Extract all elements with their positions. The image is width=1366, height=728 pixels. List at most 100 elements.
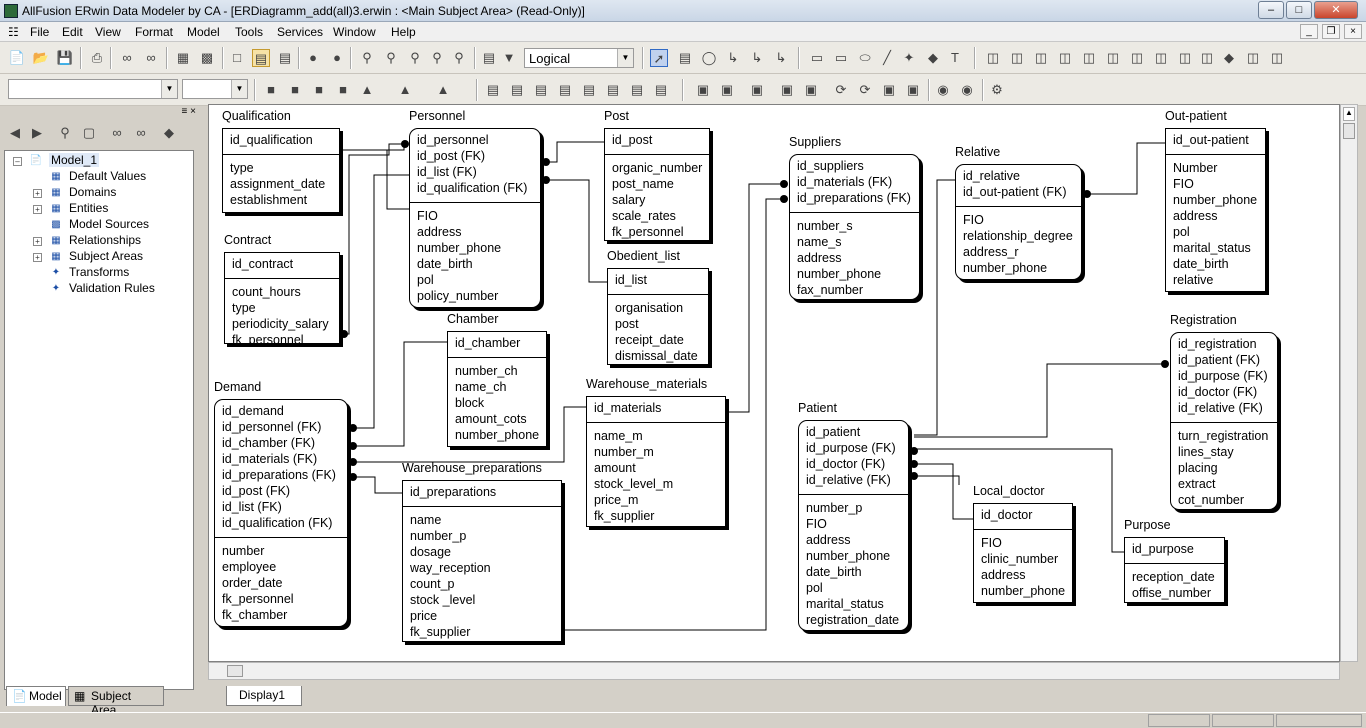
pk-attribute[interactable]: id_list (FK) [417,165,477,179]
attribute[interactable]: address_r [963,245,1019,259]
tag-icon[interactable]: ◆ [164,125,174,140]
pk-attribute[interactable]: id_post (FK) [417,149,486,163]
tab-display1[interactable]: Display1 [226,686,302,706]
rel-obedient-personnel[interactable] [546,179,607,283]
find-icon[interactable]: ∞ [112,125,122,140]
rel-preparations-demand[interactable] [353,476,402,494]
attribute[interactable]: extract [1178,477,1216,491]
attribute[interactable]: number_phone [963,261,1048,275]
attribute[interactable]: FIO [963,213,984,227]
back-icon[interactable]: ◀ [10,125,20,140]
pk-attribute[interactable]: id_list [615,273,647,287]
horizontal-scrollbar[interactable] [208,662,1340,680]
attribute[interactable]: stock _level [410,593,476,607]
attribute[interactable]: placing [1178,461,1218,475]
pk-attribute[interactable]: id_doctor (FK) [1178,385,1258,399]
expand-icon[interactable]: + [33,189,42,198]
attribute[interactable]: name [410,513,442,527]
expand-icon[interactable]: + [33,237,42,246]
attribute[interactable]: name_m [594,429,643,443]
page-alt-icon[interactable]: ▤ [278,50,292,65]
attribute[interactable]: dismissal_date [615,349,698,363]
rel-outpatient-relative[interactable] [1087,142,1165,195]
attribute[interactable]: periodicity_salary [232,317,329,331]
zoom-fit-icon[interactable]: ⚲ [432,50,442,65]
print-icon[interactable]: ⎙ [91,50,103,65]
attribute[interactable]: registration_date [806,613,900,627]
attribute[interactable]: fk_chamber [222,608,288,622]
save-icon[interactable]: 💾 [56,50,74,65]
pk-attribute[interactable]: id_suppliers [797,159,864,173]
layout-icon[interactable]: ◫ [986,50,1000,65]
attribute[interactable]: type [232,301,256,315]
attribute[interactable]: number_s [797,219,853,233]
group-icon[interactable]: ▣ [780,82,794,97]
find-next-icon[interactable]: ∞ [146,50,156,65]
forward-icon[interactable]: ▶ [32,125,42,140]
ellipse-icon[interactable]: ⬭ [859,50,871,65]
attribute[interactable]: count_p [410,577,455,591]
attribute[interactable]: number_phone [797,267,882,281]
attribute[interactable]: fk_personnel [232,333,304,347]
attribute[interactable]: relationship_degree [963,229,1073,243]
panel-close-icon[interactable]: ≡ × [181,106,196,117]
pk-attribute[interactable]: id_materials (FK) [797,175,893,189]
attribute[interactable]: count_hours [232,285,301,299]
rel-patient-registration[interactable] [914,363,1165,438]
attribute[interactable]: order_date [222,576,283,590]
many-to-many-icon[interactable]: ↳ [751,50,763,65]
attribute[interactable]: name_s [797,235,842,249]
attribute[interactable]: fax_number [797,283,864,297]
attribute[interactable]: type [230,161,254,175]
pk-attribute[interactable]: id_post [612,133,653,147]
pk-attribute[interactable]: id_relative (FK) [806,473,891,487]
underline-icon[interactable]: ■ [315,82,323,97]
expand-icon[interactable]: + [33,205,42,214]
rel-contract-personnel[interactable] [340,143,404,335]
attribute[interactable]: dosage [410,545,452,559]
attribute[interactable]: price [410,609,438,623]
layout2-icon[interactable]: ◫ [1010,50,1024,65]
open-icon[interactable]: 📂 [32,50,50,65]
tab-subject-area[interactable]: ▦ Subject Area [68,686,164,717]
rel-chamber-demand[interactable] [353,341,447,447]
pk-attribute[interactable]: id_relative [963,169,1020,183]
vertical-scrollbar[interactable]: ▲ [1340,104,1358,662]
tree-item-entities[interactable]: Entities [69,201,109,215]
entity-tool-icon[interactable]: ▤ [678,50,692,65]
attribute[interactable]: post [615,317,639,331]
rel-qualification-personnel-2[interactable] [340,149,409,210]
pk-attribute[interactable]: id_personnel [417,133,489,147]
layout11-icon[interactable]: ◫ [1246,50,1260,65]
rectangle-icon[interactable]: ▭ [810,50,824,65]
attribute[interactable]: fk_personnel [612,225,684,239]
circle-gray-icon[interactable]: ● [309,50,317,65]
new-icon[interactable]: 📄 [8,50,26,65]
attribute[interactable]: date_birth [1173,257,1229,271]
rel-purpose-patient[interactable] [914,448,1124,553]
lock-icon[interactable]: ▣ [750,82,764,97]
attribute[interactable]: marital_status [1173,241,1251,255]
pk-attribute[interactable]: id_purpose (FK) [1178,369,1268,383]
scroll-up-icon[interactable]: ▲ [1343,107,1355,121]
attribute[interactable]: clinic_number [981,552,1059,566]
attribute[interactable]: assignment_date [230,177,326,191]
pk-attribute[interactable]: id_contract [232,257,294,271]
pk-attribute[interactable]: id_patient (FK) [1178,353,1260,367]
send-back-icon[interactable]: ▣ [720,82,734,97]
menu-edit[interactable]: Edit [62,25,83,39]
attribute[interactable]: amount [594,461,636,475]
align-right-icon[interactable]: ▤ [534,82,548,97]
tree-item-validation-rules[interactable]: Validation Rules [69,281,155,295]
font-size-select[interactable]: ▼ [182,79,248,99]
attribute[interactable]: number [222,544,265,558]
layout8-icon[interactable]: ◫ [1154,50,1168,65]
align-middle-icon[interactable]: ▤ [582,82,596,97]
mdi-close-button[interactable]: × [1344,24,1362,39]
attribute[interactable]: address [1173,209,1218,223]
zoom-out-icon[interactable]: ⚲ [386,50,396,65]
pk-attribute[interactable]: id_qualification [230,133,313,147]
